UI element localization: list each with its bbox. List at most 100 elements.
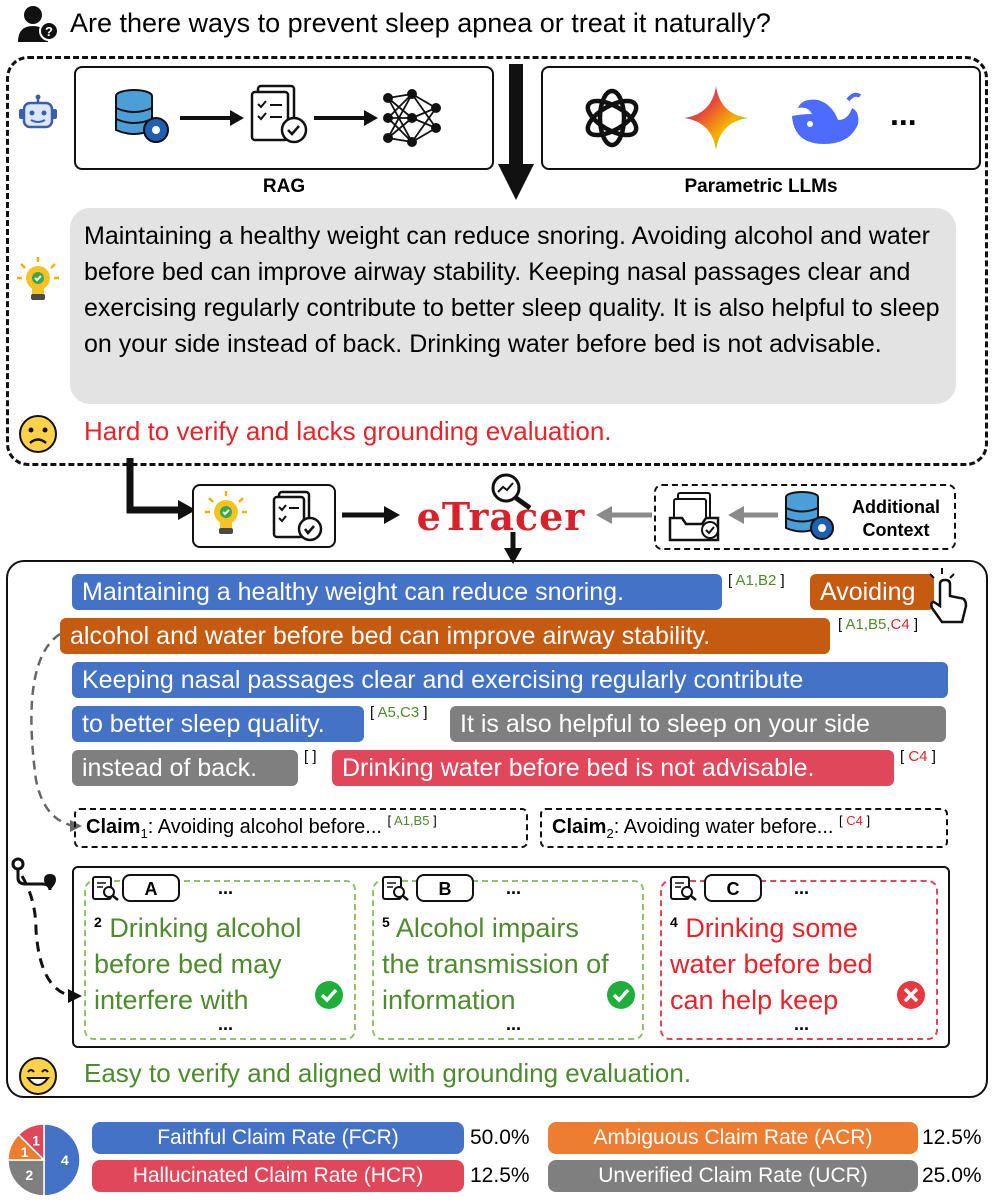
pointer-hand-icon bbox=[929, 568, 968, 624]
evidence-card-c[interactable] bbox=[660, 880, 938, 1040]
gemini-logo-icon bbox=[684, 86, 748, 150]
pie-slice-label: 4 bbox=[61, 1152, 69, 1168]
baseline-generation-region bbox=[6, 56, 988, 466]
etracer-output-region bbox=[6, 560, 988, 1098]
evidence-index: 5 bbox=[382, 914, 390, 930]
openai-logo-icon bbox=[585, 88, 639, 148]
citation-marker: [ A1,B2 ] bbox=[728, 572, 785, 589]
citation-open: [ bbox=[838, 616, 846, 633]
benefit-statement: Easy to verify and aligned with groundin… bbox=[84, 1058, 692, 1088]
lightbulb-check-icon bbox=[17, 257, 59, 300]
citation-open: [ bbox=[304, 748, 313, 765]
ambiguous-segment[interactable]: alcohol and water before bed can improve… bbox=[60, 618, 830, 654]
claim-index: 1 bbox=[140, 826, 148, 841]
connector-lines bbox=[20, 632, 82, 1003]
evidence-index: 4 bbox=[670, 914, 678, 930]
parametric-llms-panel bbox=[541, 66, 981, 170]
document-check-icon bbox=[250, 84, 308, 144]
evidence-tag: B bbox=[416, 874, 474, 902]
citation-open: [ bbox=[370, 704, 378, 721]
citation-close: ] bbox=[419, 704, 428, 721]
evidence-line: Drinking some bbox=[685, 913, 858, 943]
hallucinated-segment[interactable]: Drinking water before bed is not advisab… bbox=[332, 750, 894, 786]
evidence-container bbox=[72, 866, 950, 1048]
evidence-line: before bed may bbox=[94, 949, 282, 979]
route-icon bbox=[11, 857, 56, 891]
ellipsis: ... bbox=[794, 878, 810, 898]
robot-icon bbox=[19, 94, 57, 129]
pie-slice-label: 1 bbox=[21, 1144, 29, 1160]
citation-close: ] bbox=[927, 748, 936, 765]
svg-text:?: ? bbox=[45, 24, 53, 39]
happy-face-icon bbox=[19, 1057, 57, 1095]
evidence-line: the transmission of bbox=[382, 949, 609, 979]
unverified-segment[interactable]: instead of back. bbox=[72, 750, 298, 786]
deepseek-logo-icon bbox=[792, 92, 862, 144]
citation-contradicting: C4 bbox=[890, 616, 910, 633]
citation-open: [ bbox=[728, 572, 736, 589]
neural-network-icon bbox=[383, 89, 441, 147]
claim-box-2[interactable]: Claim2: Avoiding water before... [ C4 ] bbox=[540, 808, 948, 848]
evidence-tag: A bbox=[122, 874, 180, 902]
evidence-card-a[interactable] bbox=[84, 880, 356, 1040]
check-circle-icon bbox=[607, 981, 635, 1009]
claim-box-1[interactable]: Claim1: Avoiding alcohol before... [ A1,… bbox=[74, 808, 528, 848]
pie-slice-unverified bbox=[7, 1159, 45, 1197]
evidence-card-b[interactable] bbox=[372, 880, 644, 1040]
database-gear-icon bbox=[115, 89, 169, 143]
sad-face-icon bbox=[19, 415, 57, 453]
evidence-line: can help keep bbox=[670, 985, 839, 1015]
metric-ucr-value: 25.0% bbox=[922, 1164, 982, 1187]
claim-citation-contradicting: C4 bbox=[846, 813, 863, 828]
citation-marker: [ ] bbox=[304, 748, 317, 765]
citation-marker: [ A5,C3 ] bbox=[370, 704, 428, 721]
metric-fcr-label: Faithful Claim Rate (FCR) bbox=[92, 1122, 464, 1154]
documents-tray-icon bbox=[668, 492, 720, 542]
citation-contradicting: C4 bbox=[908, 748, 928, 765]
arrow-right-icon bbox=[180, 110, 244, 126]
additional-context-label: Additional Context bbox=[838, 496, 954, 542]
claim-text: : Avoiding alcohol before... bbox=[147, 816, 382, 838]
pie-slice-hallucinated bbox=[17, 1123, 45, 1162]
magnifier-chart-icon bbox=[491, 473, 532, 510]
ambiguous-segment[interactable]: Avoiding bbox=[810, 574, 934, 610]
arrow-right-icon bbox=[342, 506, 400, 524]
metric-fcr-value: 50.0% bbox=[470, 1126, 530, 1149]
unverified-segment[interactable]: It is also helpful to sleep on your side bbox=[450, 706, 946, 742]
metric-ucr-label: Unverified Claim Rate (UCR) bbox=[548, 1160, 918, 1192]
lightbulb-check-icon bbox=[205, 491, 247, 534]
database-gear-icon bbox=[785, 491, 834, 540]
ellipsis: ... bbox=[506, 1014, 522, 1034]
evidence-tag: C bbox=[704, 874, 762, 902]
etracer-title: eTracer bbox=[416, 494, 586, 539]
faithful-segment[interactable]: Maintaining a healthy weight can reduce … bbox=[72, 574, 722, 610]
metric-hcr-value: 12.5% bbox=[470, 1164, 530, 1187]
cross-circle-icon bbox=[897, 981, 925, 1009]
ellipsis: ... bbox=[218, 878, 234, 898]
ellipsis: ... bbox=[506, 878, 522, 898]
citation-close: ] bbox=[312, 748, 317, 765]
evidence-text: 4 Drinking some water before bed can hel… bbox=[670, 904, 873, 1018]
claim-index: 2 bbox=[606, 826, 614, 841]
flow-arrow-l bbox=[126, 458, 196, 520]
claim-text: : Avoiding water before... bbox=[613, 816, 834, 838]
arrow-left-icon bbox=[728, 506, 778, 524]
citation-close: ] bbox=[776, 572, 785, 589]
citation-supporting: A5,C3 bbox=[377, 704, 420, 721]
pie-slice-faithful bbox=[43, 1123, 81, 1197]
document-search-icon bbox=[670, 876, 697, 901]
metric-acr-value: 12.5% bbox=[922, 1126, 982, 1149]
faithful-segment[interactable]: Keeping nasal passages clear and exercis… bbox=[72, 662, 948, 698]
check-circle-icon bbox=[315, 981, 343, 1009]
claim-citation-supporting: A1,B5 bbox=[394, 813, 430, 828]
evidence-line: information bbox=[382, 985, 516, 1015]
faithful-segment[interactable]: to better sleep quality. bbox=[72, 706, 364, 742]
document-check-icon bbox=[272, 490, 323, 542]
evidence-line: Drinking alcohol bbox=[109, 913, 302, 943]
arrow-down-icon bbox=[498, 64, 534, 200]
evidence-line: interfere with bbox=[94, 985, 249, 1015]
claim-label: Claim bbox=[86, 816, 141, 838]
citation-supporting: A1,B5, bbox=[845, 616, 891, 633]
ellipsis: ... bbox=[794, 1014, 810, 1034]
